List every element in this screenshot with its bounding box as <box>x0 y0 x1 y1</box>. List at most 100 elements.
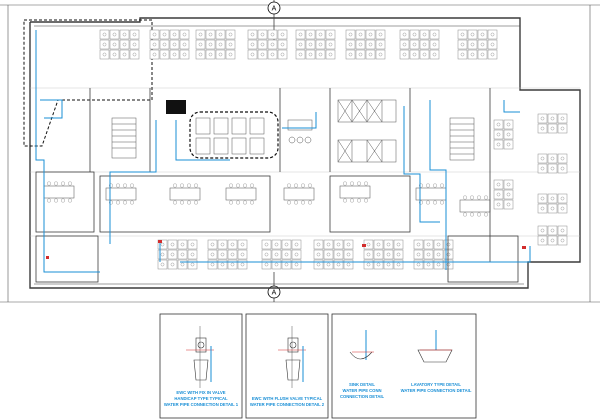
meeting-chair <box>172 200 177 205</box>
workstation-desk <box>295 29 306 40</box>
workstation-desk <box>325 49 336 60</box>
workstation-desk <box>467 49 478 60</box>
workstation-desk <box>557 113 568 124</box>
workstation-desk <box>261 249 272 260</box>
workstation-desk <box>99 29 110 40</box>
desk-chair <box>208 52 213 57</box>
workstation-desk <box>205 49 216 60</box>
desk-chair <box>446 262 451 267</box>
workstation-desk <box>149 49 160 60</box>
workstation-desk <box>129 49 140 60</box>
meeting-chair <box>228 183 233 188</box>
meeting-chair <box>357 198 362 203</box>
desk-chair <box>220 242 225 247</box>
meeting-chair <box>301 183 306 188</box>
desk-chair <box>230 242 235 247</box>
desk-chair <box>218 42 223 47</box>
meeting-chair <box>122 183 127 188</box>
workstation-desk <box>443 249 454 260</box>
workstation-desk <box>119 39 130 50</box>
workstation-desk <box>187 239 198 250</box>
desk-chair <box>208 42 213 47</box>
desk-chair <box>172 52 177 57</box>
desk-chair <box>366 262 371 267</box>
desk-chair <box>152 42 157 47</box>
workstation-desk <box>277 39 288 50</box>
meeting-chair <box>129 183 134 188</box>
workstation-desk <box>419 49 430 60</box>
workstation-desk <box>557 193 568 204</box>
workstation-desk <box>365 29 376 40</box>
meeting-table <box>283 187 315 201</box>
meeting-chair <box>249 200 254 205</box>
desk-chair <box>298 52 303 57</box>
desk-chair <box>416 262 421 267</box>
workstation-desk <box>325 39 336 50</box>
desk-chair <box>376 252 381 257</box>
workstation-desk <box>333 239 344 250</box>
desk-chair <box>190 262 195 267</box>
workstation-desk <box>383 259 394 270</box>
workstation-desk <box>215 39 226 50</box>
desk-chair <box>480 52 485 57</box>
section-marker-bottom[interactable]: A <box>267 272 281 302</box>
detail-panel-3-4[interactable]: SINK DETAIL WATER PIPE CONN CONNECTION D… <box>331 313 477 419</box>
workstation-desk <box>207 239 218 250</box>
desk-chair <box>318 42 323 47</box>
desk-chair <box>550 228 555 233</box>
workstation-desk <box>423 259 434 270</box>
desk-chair <box>366 242 371 247</box>
detail-3-line2: WATER PIPE CONN <box>342 388 381 393</box>
desk-chair <box>560 156 565 161</box>
workstation-desk <box>433 239 444 250</box>
desk-chair <box>346 262 351 267</box>
meeting-table <box>169 187 201 201</box>
meeting-table <box>225 187 257 201</box>
desk-chair <box>260 42 265 47</box>
desk-chair <box>422 52 427 57</box>
desk-chair <box>376 242 381 247</box>
workstation-desk <box>493 189 504 200</box>
desk-chair <box>416 242 421 247</box>
workstation-desk <box>195 39 206 50</box>
desk-chair <box>112 32 117 37</box>
workstation-desk <box>493 129 504 140</box>
desk-chair <box>316 262 321 267</box>
workstation-desk <box>207 249 218 260</box>
workstation-desk <box>217 239 228 250</box>
detail-3-line3: CONNECTION DETAIL <box>340 394 385 399</box>
desk-chair <box>490 52 495 57</box>
workstation-desk <box>375 49 386 60</box>
desk-chair <box>298 32 303 37</box>
desk-chair <box>496 132 501 137</box>
workstation-desk <box>363 259 374 270</box>
desk-chair <box>436 242 441 247</box>
workstation-desk <box>261 239 272 250</box>
desk-chair <box>378 32 383 37</box>
desk-chair <box>480 32 485 37</box>
workstation-desk <box>119 29 130 40</box>
workstation-desk <box>413 259 424 270</box>
meeting-chair <box>193 183 198 188</box>
desk-chair <box>366 252 371 257</box>
workstation-desk <box>177 259 188 270</box>
desk-chair <box>396 252 401 257</box>
section-marker-top-label: A <box>272 6 277 13</box>
detail-panel-2[interactable]: EWC WITH FLUSH VALVE TYPICAL WATER PIPE … <box>245 313 329 419</box>
workstation-desk <box>99 39 110 50</box>
desk-chair <box>308 52 313 57</box>
meeting-chair <box>294 183 299 188</box>
workstation-desk <box>291 259 302 270</box>
meeting-chair <box>242 200 247 205</box>
workstation-desk <box>557 123 568 134</box>
detail-panel-1[interactable]: EWC WITH FIX IN VALVE HANDICAP TYPE TYPI… <box>159 313 243 419</box>
workstation-desk <box>313 259 324 270</box>
desk-chair <box>122 42 127 47</box>
desk-chair <box>358 52 363 57</box>
desk-chair <box>560 228 565 233</box>
workstation-desk <box>315 39 326 50</box>
workstation-desk <box>503 129 514 140</box>
workstation-desk <box>225 29 236 40</box>
workstation-desk <box>225 39 236 50</box>
workstation-desk <box>443 259 454 270</box>
